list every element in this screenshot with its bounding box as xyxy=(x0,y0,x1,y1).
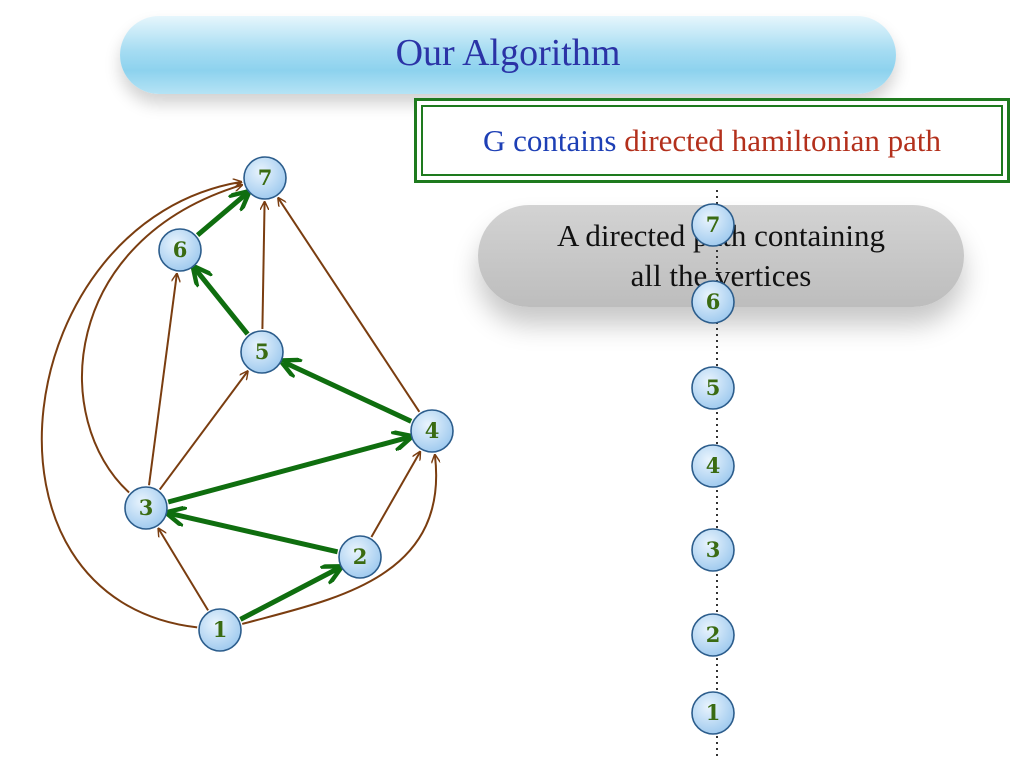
path-vertex-2-label: 2 xyxy=(706,622,721,647)
path-vertex-4-circle xyxy=(691,444,735,488)
graph-vertex-4: 4 xyxy=(410,409,454,453)
path-vertex-1-label: 1 xyxy=(706,700,721,725)
graph-vertex-6-circle xyxy=(158,228,202,272)
path-vertex-3-circle xyxy=(691,528,735,572)
path-vertex-5-circle xyxy=(691,366,735,410)
graph-vertex-1: 1 xyxy=(198,608,242,652)
path-vertex-1: 1 xyxy=(691,691,735,735)
edge-1-to-3 xyxy=(158,529,209,611)
path-vertex-4: 4 xyxy=(691,444,735,488)
graph-vertex-3-label: 3 xyxy=(139,495,154,520)
path-vertex-7-circle xyxy=(691,203,735,247)
edge-2-to-4 xyxy=(370,452,420,538)
graph-vertex-3-circle xyxy=(124,486,168,530)
graph-vertex-5: 5 xyxy=(240,330,284,374)
path-vertex-1-circle xyxy=(691,691,735,735)
graph-vertex-7: 7 xyxy=(243,156,287,200)
edge-3-to-4 xyxy=(167,437,409,505)
graph-vertex-6: 6 xyxy=(158,228,202,272)
graph-vertex-3: 3 xyxy=(124,486,168,530)
slide-title: Our Algorithm xyxy=(395,32,621,74)
path-vertex-6-circle xyxy=(691,280,735,324)
graph-vertex-7-label: 7 xyxy=(258,165,273,190)
graph-vertex-2: 2 xyxy=(338,535,382,579)
path-vertex-4-label: 4 xyxy=(706,453,721,478)
path-vertex-3: 3 xyxy=(691,528,735,572)
path-vertex-5-label: 5 xyxy=(706,375,721,400)
graph-vertex-2-circle xyxy=(338,535,382,579)
edge-5-to-7 xyxy=(262,202,264,330)
edge-6-to-7 xyxy=(195,194,247,238)
title-banner: Our Algorithm xyxy=(120,16,896,94)
edge-2-to-3 xyxy=(169,513,339,555)
edge-1-to-7 xyxy=(40,182,242,629)
edge-3-to-7 xyxy=(81,185,242,494)
graph-vertex-1-label: 1 xyxy=(213,617,228,642)
graph-vertex-2-label: 2 xyxy=(353,544,368,569)
edge-1-to-2 xyxy=(239,568,338,622)
edge-4-to-7 xyxy=(278,198,421,413)
edge-4-to-5 xyxy=(284,362,413,424)
graph-vertex-5-circle xyxy=(240,330,284,374)
statement-box: G contains directed hamiltonian path xyxy=(414,98,1010,183)
path-vertex-2: 2 xyxy=(691,613,735,657)
graph-vertex-6-label: 6 xyxy=(173,237,188,262)
edge-3-to-5 xyxy=(158,371,248,491)
path-vertex-2-circle xyxy=(691,613,735,657)
graph-vertex-7-circle xyxy=(243,156,287,200)
graph-vertex-5-label: 5 xyxy=(255,339,270,364)
graph-vertex-4-label: 4 xyxy=(425,418,440,443)
edge-3-to-6 xyxy=(148,274,177,486)
graph-vertex-4-circle xyxy=(410,409,454,453)
path-vertex-3-label: 3 xyxy=(706,537,721,562)
path-vertex-6: 6 xyxy=(691,280,735,324)
path-vertex-5: 5 xyxy=(691,366,735,410)
edge-1-to-4 xyxy=(241,455,436,625)
edge-5-to-6 xyxy=(195,269,250,336)
path-vertex-6-label: 6 xyxy=(706,289,721,314)
path-vertex-7: 7 xyxy=(691,203,735,247)
path-vertex-7-label: 7 xyxy=(706,212,721,237)
graph-vertex-1-circle xyxy=(198,608,242,652)
